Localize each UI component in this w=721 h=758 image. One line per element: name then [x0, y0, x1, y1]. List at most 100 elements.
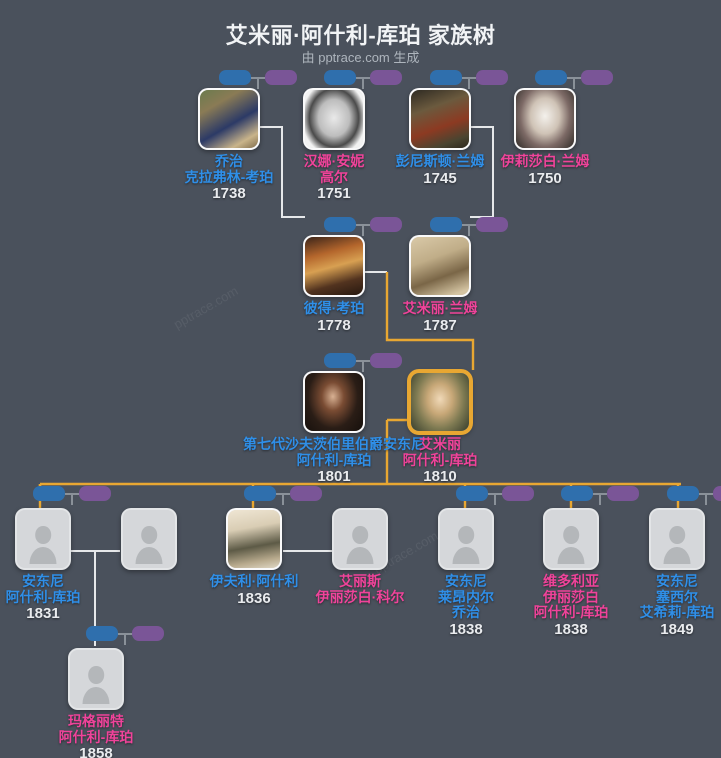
- portrait-frame[interactable]: [303, 235, 365, 297]
- marriage-chips[interactable]: [324, 70, 408, 89]
- chip-stem: [494, 494, 496, 505]
- portrait-frame[interactable]: [226, 508, 282, 570]
- spouse-chip-male[interactable]: [219, 70, 251, 85]
- marriage-chips[interactable]: [561, 486, 645, 505]
- spouse-chip-female[interactable]: [581, 70, 613, 85]
- person-given-name: 维多利亚: [542, 573, 599, 589]
- spouse-chip-female[interactable]: [132, 626, 164, 641]
- spouse-chip-female[interactable]: [370, 217, 402, 232]
- person-given-name: 艾丽斯: [338, 573, 381, 589]
- spouse-chip-female[interactable]: [370, 353, 402, 368]
- person-birth-year: 1831: [26, 605, 60, 623]
- portrait-frame[interactable]: [409, 371, 471, 433]
- marriage-chips[interactable]: [535, 70, 619, 89]
- spouse-chip-female[interactable]: [607, 486, 639, 501]
- portrait-frame[interactable]: [438, 508, 494, 570]
- avatar-placeholder-icon: [70, 650, 122, 708]
- marriage-chips[interactable]: [456, 486, 540, 505]
- spouse-chip-female[interactable]: [502, 486, 534, 501]
- spouse-chip-female[interactable]: [79, 486, 111, 501]
- person-surname: 克拉弗林-考珀: [184, 168, 274, 185]
- chip-stem: [468, 225, 470, 236]
- portrait-frame[interactable]: [332, 508, 388, 570]
- marriage-chips[interactable]: [33, 486, 117, 505]
- spouse-chip-male[interactable]: [667, 486, 699, 501]
- marriage-chips[interactable]: [324, 217, 408, 236]
- portrait-frame[interactable]: [409, 235, 471, 297]
- portrait-frame[interactable]: [409, 88, 471, 150]
- spouse-chip-male[interactable]: [430, 217, 462, 232]
- spouse-chip-male[interactable]: [33, 486, 65, 501]
- spouse-chip-female[interactable]: [713, 486, 721, 501]
- marriage-chips[interactable]: [86, 626, 170, 645]
- spouse-chip-male[interactable]: [324, 217, 356, 232]
- portrait-frame[interactable]: [198, 88, 260, 150]
- avatar-placeholder-icon: [651, 510, 703, 568]
- person-given-name: 第七代沙夫茨伯里伯爵安东尼: [243, 436, 425, 452]
- portrait-frame[interactable]: [15, 508, 71, 570]
- spouse-chip-male[interactable]: [430, 70, 462, 85]
- chip-stem: [124, 634, 126, 645]
- portrait-frame[interactable]: [121, 508, 177, 570]
- spouse-chip-male[interactable]: [324, 70, 356, 85]
- person-label: 艾丽斯伊丽莎白·科尔: [316, 573, 405, 605]
- marriage-chips[interactable]: [324, 353, 408, 372]
- chip-stem: [705, 494, 707, 505]
- person-given-name: 乔治: [214, 153, 243, 169]
- chip-stem: [282, 494, 284, 505]
- portrait-frame[interactable]: [543, 508, 599, 570]
- spouse-chip-female[interactable]: [370, 70, 402, 85]
- marriage-chips[interactable]: [244, 486, 328, 505]
- person-birth-year: 1836: [237, 589, 271, 607]
- person-node[interactable]: [121, 508, 177, 570]
- portrait-frame[interactable]: [514, 88, 576, 150]
- person-node[interactable]: 艾丽斯伊丽莎白·科尔: [316, 508, 404, 604]
- marriage-chips[interactable]: [219, 70, 303, 89]
- spouse-chip-male[interactable]: [324, 353, 356, 368]
- person-given-name: 彼得·考珀: [303, 300, 365, 316]
- spouse-chip-male[interactable]: [86, 626, 118, 641]
- spouse-chip-male[interactable]: [535, 70, 567, 85]
- spouse-chip-female[interactable]: [265, 70, 297, 85]
- portrait-frame[interactable]: [303, 371, 365, 433]
- spouse-chip-female[interactable]: [290, 486, 322, 501]
- portrait-image: [228, 510, 280, 568]
- person-given-name: 艾米丽·兰姆: [402, 300, 478, 316]
- portrait-frame[interactable]: [649, 508, 705, 570]
- marriage-chips[interactable]: [667, 486, 721, 505]
- marriage-chips[interactable]: [430, 217, 514, 236]
- spouse-chip-male[interactable]: [456, 486, 488, 501]
- chip-stem: [71, 494, 73, 505]
- spouse-chip-female[interactable]: [476, 70, 508, 85]
- portrait-image: [200, 90, 258, 148]
- person-surname: 阿什利-库珀: [402, 451, 478, 468]
- chip-stem: [362, 361, 364, 372]
- spouse-chip-male[interactable]: [561, 486, 593, 501]
- portrait-frame[interactable]: [68, 648, 124, 710]
- portrait-frame[interactable]: [303, 88, 365, 150]
- marriage-chips[interactable]: [430, 70, 514, 89]
- spouse-chip-female[interactable]: [476, 217, 508, 232]
- spouse-chip-male[interactable]: [244, 486, 276, 501]
